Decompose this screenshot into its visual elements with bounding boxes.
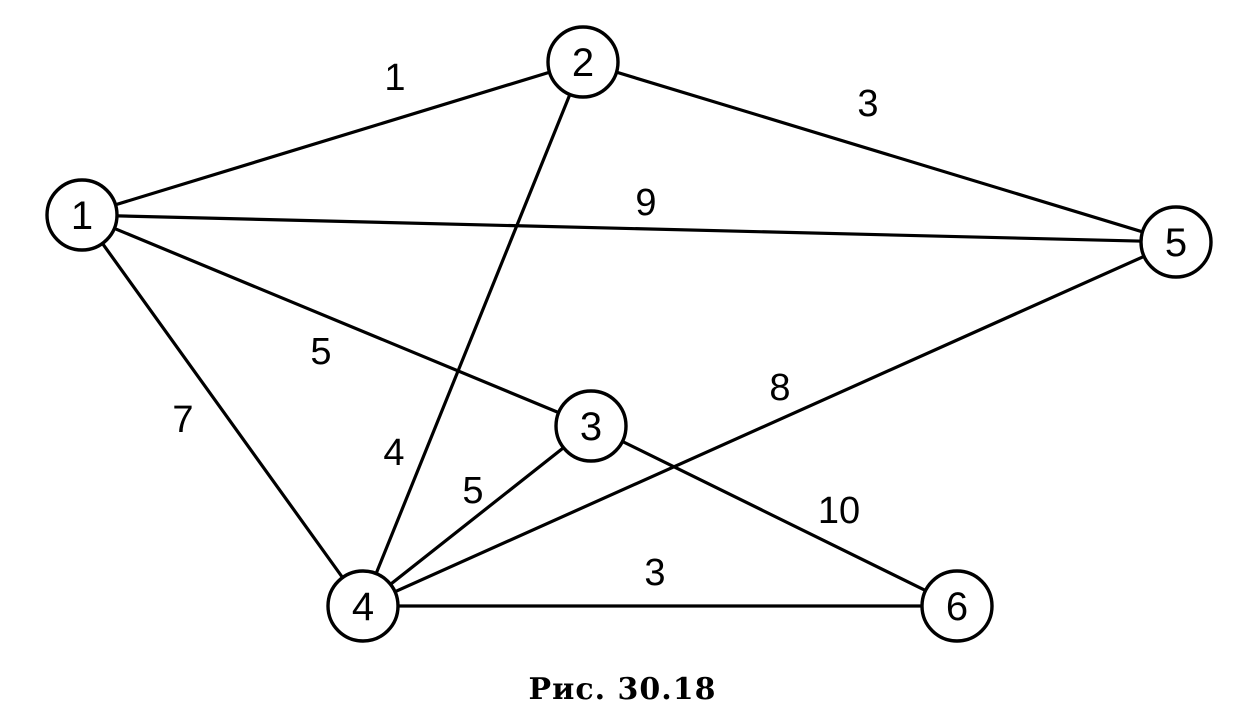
node-4: 4 bbox=[326, 569, 400, 643]
edge-weight-1-2: 1 bbox=[384, 57, 405, 99]
edge-weight-3-6: 10 bbox=[818, 490, 860, 532]
edge-weight-2-5: 3 bbox=[857, 83, 878, 125]
node-3: 3 bbox=[554, 389, 628, 463]
edge-1-2 bbox=[80, 60, 585, 217]
edge-1-3 bbox=[80, 213, 593, 428]
figure-caption: Рис. 30.18 bbox=[528, 672, 717, 707]
edge-weight-1-4: 7 bbox=[172, 399, 193, 441]
node-label-5: 5 bbox=[1165, 221, 1187, 265]
node-circle-5 bbox=[1139, 205, 1213, 279]
node-circle-1 bbox=[45, 178, 119, 252]
node-label-6: 6 bbox=[946, 585, 968, 629]
node-2: 2 bbox=[546, 25, 620, 99]
node-label-1: 1 bbox=[71, 194, 93, 238]
edge-weight-1-5: 9 bbox=[635, 182, 656, 224]
edge-3-4 bbox=[361, 424, 593, 608]
node-circle-6 bbox=[920, 569, 994, 643]
edge-2-4 bbox=[361, 60, 585, 608]
edge-weight-2-4: 4 bbox=[383, 432, 404, 474]
node-circle-4 bbox=[326, 569, 400, 643]
node-circle-2 bbox=[546, 25, 620, 99]
edge-weight-1-3: 5 bbox=[310, 331, 331, 373]
edge-1-4 bbox=[80, 213, 365, 608]
edge-1-5 bbox=[80, 213, 1178, 244]
nodes-layer: 1 2 3 4 5 6 bbox=[45, 25, 1213, 643]
node-label-3: 3 bbox=[580, 405, 602, 449]
node-circle-3 bbox=[554, 389, 628, 463]
node-5: 5 bbox=[1139, 205, 1213, 279]
node-1: 1 bbox=[45, 178, 119, 252]
edge-4-5 bbox=[361, 240, 1178, 608]
edge-weight-4-6: 3 bbox=[644, 552, 665, 594]
node-label-4: 4 bbox=[352, 585, 374, 629]
edge-weight-4-5: 8 bbox=[769, 367, 790, 409]
edge-2-5 bbox=[581, 60, 1178, 244]
edges-layer bbox=[80, 60, 1178, 608]
node-6: 6 bbox=[920, 569, 994, 643]
edge-3-6 bbox=[589, 424, 959, 608]
edge-weight-3-4: 5 bbox=[462, 470, 483, 512]
node-label-2: 2 bbox=[572, 41, 594, 85]
